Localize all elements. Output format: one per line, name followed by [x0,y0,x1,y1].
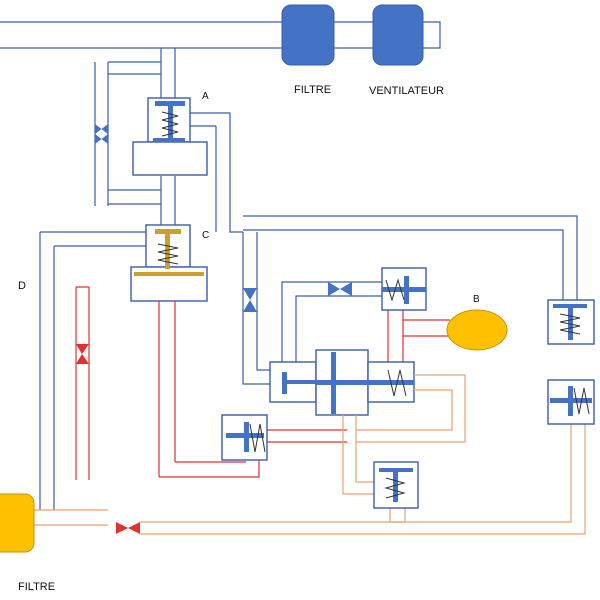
valve-right-lower [547,379,595,425]
label-c: C [202,230,209,241]
filtre-bottom-label: FILTRE [18,581,55,593]
valve-b-control [381,267,427,311]
valve-right-upper [547,299,595,345]
valve-center-blue-icon [243,288,257,312]
duct-d [39,231,146,510]
valve-left-blue-icon [95,124,108,144]
ventilateur-label: VENTILATEUR [369,85,444,97]
valve-red-horizontal-icon [116,522,140,534]
valve-bottom-center [373,461,419,509]
valve-horizontal-blue-icon [328,282,352,296]
valve-a [132,97,208,176]
valve-c [130,224,208,302]
valve-lower-left [221,414,268,461]
duct-upper-loop [281,281,382,362]
filtre-top-label: FILTRE [294,84,331,96]
ventilateur-unit [372,4,424,66]
duct-a-right [190,112,578,300]
orange-circuit [34,374,586,535]
label-d: D [18,280,26,292]
label-a: A [202,91,209,102]
valve-red-vertical-icon [76,344,89,364]
label-b: B [473,294,480,305]
central-block [269,349,415,416]
filtre-top-unit [281,4,335,66]
reservoir-b [446,309,508,351]
filtre-bottom-unit [0,493,35,553]
duct-center [242,232,270,385]
main-duct [0,21,441,49]
red-circuit [75,286,450,480]
